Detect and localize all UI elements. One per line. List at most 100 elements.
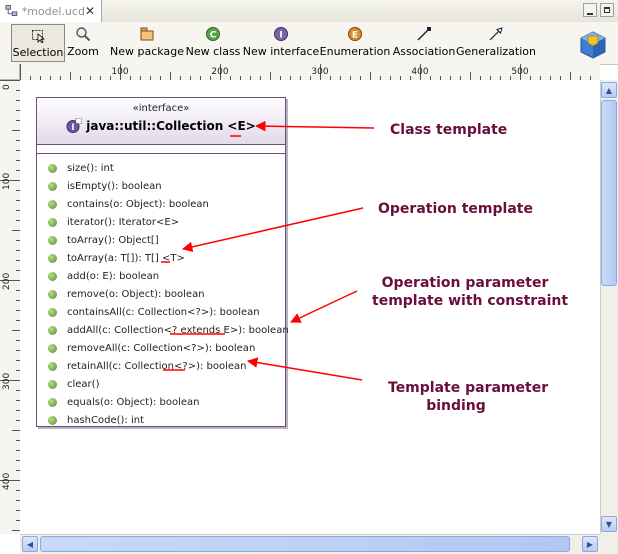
annotation-operation-parameter-template: Operation parameter template with constr… (372, 275, 569, 309)
annotation-template-parameter-binding: Template parameter binding (388, 380, 549, 414)
ruler-label: 400 (2, 472, 12, 490)
operation-item[interactable]: hashCode(): int (37, 411, 285, 429)
generalization-button[interactable]: Generalization (456, 24, 536, 60)
close-icon[interactable]: ✕ (84, 4, 95, 18)
interface-icon: I (274, 27, 288, 41)
public-operation-icon (48, 415, 57, 425)
operation-item[interactable]: iterator(): Iterator<E> (37, 213, 285, 231)
enumeration-label: Enumeration (319, 45, 391, 58)
diagram-file-icon (5, 5, 18, 16)
interface-stereotype: «interface» (132, 103, 190, 114)
public-operation-icon (48, 271, 57, 281)
scroll-corner (600, 534, 618, 554)
operation-item[interactable]: containsAll(c: Collection<?>): boolean (37, 303, 285, 321)
svg-text:C: C (210, 31, 217, 41)
new-interface-label: New interface (242, 45, 320, 58)
svg-text:E: E (352, 31, 358, 41)
zoom-icon (76, 27, 91, 42)
ruler-label: 400 (411, 67, 429, 77)
editor-tab-bar: *model.ucd ✕ (0, 0, 618, 23)
horizontal-scrollbar[interactable]: ◀ ▶ (20, 534, 600, 554)
public-operation-icon (48, 199, 57, 209)
public-operation-icon (48, 181, 57, 191)
operation-item[interactable]: equals(o: Object): boolean (37, 393, 285, 411)
interface-collection-node[interactable]: «interface» I java::util::Collection <E>… (36, 97, 289, 429)
operation-item[interactable]: size(): int (37, 159, 285, 177)
arrow-operation-parameter (290, 290, 358, 323)
generalization-icon (489, 27, 503, 41)
new-class-button[interactable]: C New class (185, 24, 241, 60)
minimize-button[interactable] (583, 3, 597, 17)
public-operation-icon (48, 397, 57, 407)
public-operation-icon (48, 307, 57, 317)
public-operation-icon (48, 361, 57, 371)
zoom-tool-button[interactable]: Zoom (67, 24, 99, 60)
public-operation-icon (48, 325, 57, 335)
scroll-left-button[interactable]: ◀ (22, 536, 38, 552)
association-label: Association (392, 45, 456, 58)
operations-compartment: size(): int isEmpty(): boolean contains(… (37, 154, 289, 429)
association-button[interactable]: Association (393, 24, 455, 60)
ruler-corner (0, 64, 20, 80)
operation-item[interactable]: toArray(a: T[]): T[] <T> (37, 249, 285, 267)
association-icon (417, 27, 431, 41)
operation-item[interactable]: clear() (37, 375, 285, 393)
public-operation-icon (48, 235, 57, 245)
operation-item[interactable]: add(o: E): boolean (37, 267, 285, 285)
ruler-label: 300 (311, 67, 329, 77)
annotation-class-template: Class template (390, 122, 508, 138)
selection-label: Selection (12, 46, 64, 59)
operation-item[interactable]: addAll(c: Collection<? extends E>): bool… (37, 321, 289, 339)
annotation-operation-template: Operation template (378, 201, 533, 217)
operation-item[interactable]: removeAll(c: Collection<?>): boolean (37, 339, 285, 357)
package-icon (140, 27, 154, 41)
public-operation-icon (48, 163, 57, 173)
public-operation-icon (48, 253, 57, 263)
maximize-button[interactable] (600, 3, 614, 17)
public-operation-icon (48, 289, 57, 299)
editor-tab[interactable]: *model.ucd ✕ (0, 0, 102, 22)
new-interface-button[interactable]: I New interface (242, 24, 320, 60)
ruler-label: 100 (111, 67, 129, 77)
vertical-ruler: 0 100 200 300 400 (0, 80, 21, 534)
new-package-button[interactable]: New package (110, 24, 184, 60)
new-class-label: New class (185, 45, 241, 58)
operation-item[interactable]: remove(o: Object): boolean (37, 285, 285, 303)
operation-item[interactable]: contains(o: Object): boolean (37, 195, 285, 213)
zoom-label: Zoom (67, 45, 99, 58)
vertical-scrollbar[interactable]: ▲ ▼ (600, 80, 618, 534)
public-operation-icon (48, 379, 57, 389)
class-icon: C (206, 27, 220, 41)
ruler-label: 100 (2, 172, 12, 190)
app-logo-icon (580, 31, 606, 59)
public-operation-icon (48, 343, 57, 353)
ruler-label: 0 (2, 84, 12, 90)
selection-tool-button[interactable]: Selection (11, 24, 65, 62)
ruler-label: 300 (2, 372, 12, 390)
interface-icon: I (66, 118, 83, 133)
palette-toolbar: Selection Zoom New package C New class I… (0, 22, 618, 65)
diagram-canvas[interactable]: «interface» I java::util::Collection <E>… (20, 80, 600, 534)
scroll-right-button[interactable]: ▶ (582, 536, 598, 552)
ruler-label: 200 (2, 272, 12, 290)
interface-name[interactable]: java::util::Collection <E> (86, 119, 256, 133)
ruler-label: 200 (211, 67, 229, 77)
enumeration-button[interactable]: E Enumeration (319, 24, 391, 60)
public-operation-icon (48, 217, 57, 227)
horizontal-ruler: 100 200 300 400 500 (20, 64, 600, 81)
operation-item[interactable]: isEmpty(): boolean (37, 177, 285, 195)
svg-text:I: I (279, 31, 282, 41)
operation-item[interactable]: toArray(): Object[] (37, 231, 285, 249)
generalization-label: Generalization (456, 45, 536, 58)
horizontal-scroll-thumb[interactable] (40, 536, 570, 552)
scroll-down-button[interactable]: ▼ (601, 516, 617, 532)
scroll-up-button[interactable]: ▲ (601, 82, 617, 98)
attributes-compartment (37, 145, 285, 154)
interface-header: «interface» I java::util::Collection <E> (37, 98, 285, 145)
svg-text:I: I (72, 123, 75, 133)
operation-item[interactable]: retainAll(c: Collection<?>): boolean (37, 357, 285, 375)
selection-icon (32, 30, 46, 43)
vertical-scroll-thumb[interactable] (601, 100, 617, 286)
enumeration-icon: E (348, 27, 362, 41)
new-package-label: New package (110, 45, 184, 58)
